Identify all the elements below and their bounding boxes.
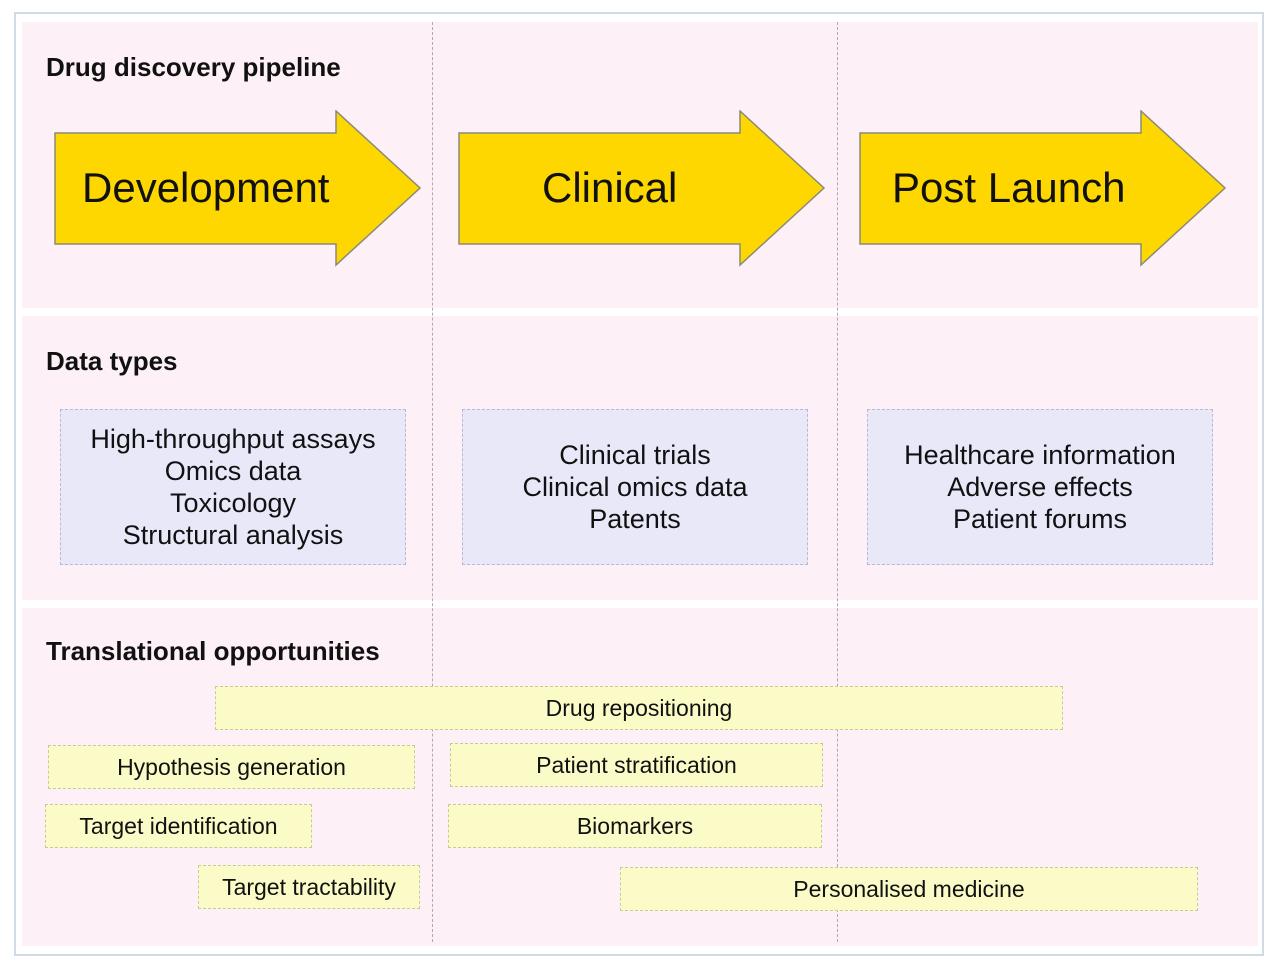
data-types-development: High-throughput assays Omics data Toxico… — [60, 409, 406, 565]
stage-label-clinical: Clinical — [542, 164, 678, 211]
stage-divider-2 — [837, 22, 838, 942]
opportunity-hypothesis-generation: Hypothesis generation — [48, 745, 415, 789]
data-type-item: High-throughput assays — [90, 424, 376, 454]
stage-divider-1 — [432, 22, 433, 942]
data-types-title: Data types — [46, 346, 178, 376]
data-type-item: Patents — [589, 504, 681, 534]
stage-label-post-launch: Post Launch — [892, 164, 1126, 211]
data-type-item: Patient forums — [952, 504, 1128, 534]
data-type-item: Structural analysis — [122, 520, 344, 550]
stage-label-development: Development — [82, 164, 330, 211]
stage-arrow-post-launch — [859, 110, 1227, 267]
opportunity-drug-repositioning: Drug repositioning — [215, 686, 1063, 730]
opportunity-target-tractability: Target tractability — [198, 865, 420, 909]
data-type-item: Clinical trials — [559, 440, 711, 470]
data-type-item: Adverse effects — [947, 472, 1133, 502]
stage-arrow-development — [54, 110, 422, 267]
opportunity-personalised-medicine: Personalised medicine — [620, 867, 1198, 911]
pipeline-title: Drug discovery pipeline — [46, 52, 341, 82]
stage-arrow-clinical — [458, 110, 826, 267]
opportunity-patient-stratification: Patient stratification — [450, 743, 823, 787]
opportunity-target-identification: Target identification — [45, 804, 312, 848]
opportunity-biomarkers: Biomarkers — [448, 804, 822, 848]
data-type-item: Clinical omics data — [522, 472, 748, 502]
opportunities-title: Translational opportunities — [46, 636, 380, 666]
data-types-clinical: Clinical trials Clinical omics data Pate… — [462, 409, 808, 565]
data-type-item: Toxicology — [169, 488, 297, 518]
data-type-item: Omics data — [164, 456, 302, 486]
data-types-post-launch: Healthcare information Adverse effects P… — [867, 409, 1213, 565]
data-type-item: Healthcare information — [904, 440, 1176, 470]
